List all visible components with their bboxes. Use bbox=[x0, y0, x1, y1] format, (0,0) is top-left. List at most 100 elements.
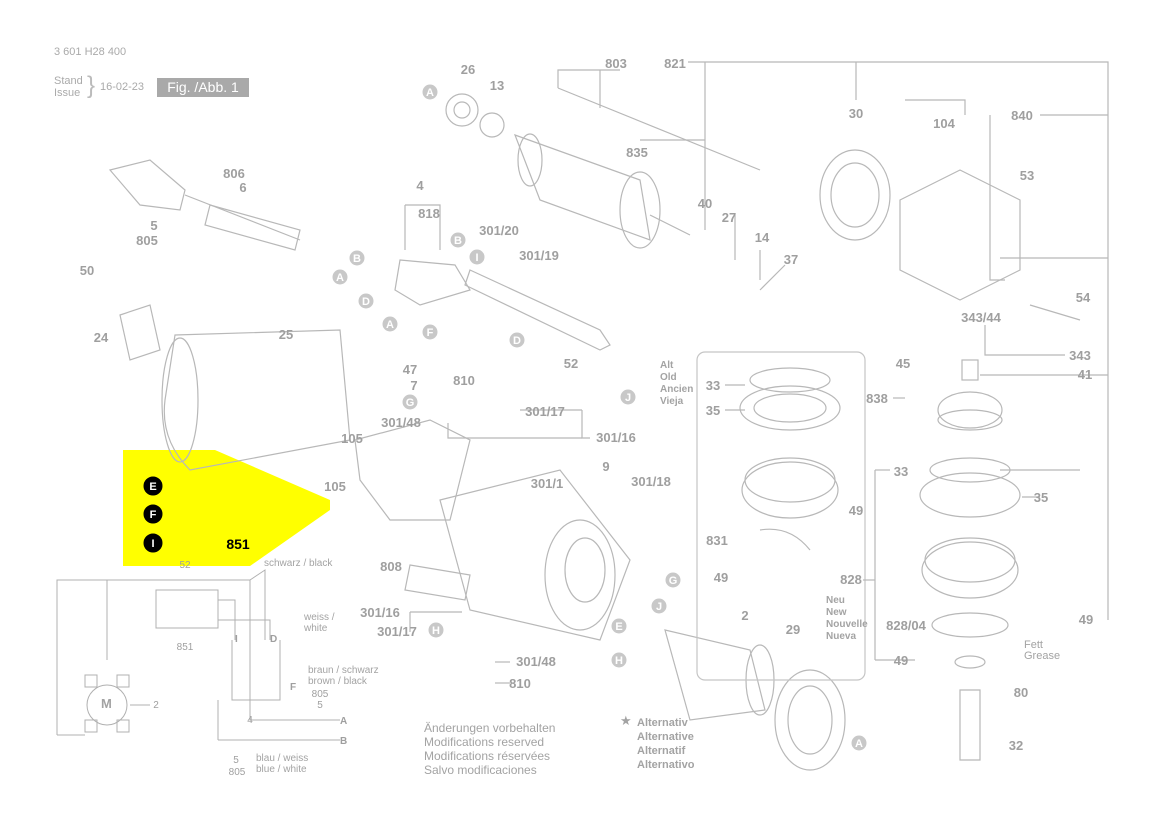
callout-851: 851 bbox=[226, 536, 250, 552]
svg-text:G: G bbox=[669, 575, 678, 587]
note-es: Salvo modificaciones bbox=[424, 763, 537, 777]
svg-text:F: F bbox=[150, 509, 157, 521]
callout-343: 343 bbox=[1069, 348, 1091, 363]
callout-821: 821 bbox=[664, 56, 686, 71]
issue-label: Issue bbox=[54, 87, 81, 99]
svg-text:A: A bbox=[855, 738, 863, 750]
connector-j-badge: J bbox=[650, 597, 668, 615]
callout-301-17: 301/17 bbox=[377, 624, 417, 639]
callout-9: 9 bbox=[602, 459, 609, 474]
callout-343-44: 343/44 bbox=[961, 310, 1002, 325]
callout-301-16: 301/16 bbox=[360, 605, 400, 620]
callout-808: 808 bbox=[380, 559, 402, 574]
svg-text:J: J bbox=[625, 392, 631, 404]
wire-label-schwarz: schwarz / black bbox=[264, 558, 333, 569]
callout-6: 6 bbox=[239, 180, 246, 195]
callout-851: 851 bbox=[177, 642, 194, 653]
callout-47: 47 bbox=[403, 362, 417, 377]
callout-805: 805 bbox=[312, 689, 329, 700]
wire-terminal-i: I bbox=[235, 634, 238, 645]
callout-818: 818 bbox=[418, 206, 440, 221]
callout-5: 5 bbox=[150, 218, 157, 233]
svg-text:J: J bbox=[656, 601, 662, 613]
callout-835: 835 bbox=[626, 145, 648, 160]
alt-de: Alternativ bbox=[637, 717, 688, 729]
callout-27: 27 bbox=[722, 210, 736, 225]
callout-301-20: 301/20 bbox=[479, 223, 519, 238]
connector-e-badge: E bbox=[143, 476, 163, 496]
callout-7: 7 bbox=[410, 378, 417, 393]
wire-label-braun: braun / schwarz bbox=[308, 665, 379, 676]
callout-301-48: 301/48 bbox=[516, 654, 556, 669]
callout-32: 32 bbox=[1009, 738, 1023, 753]
old-label-de: Alt bbox=[660, 360, 674, 371]
connector-i-badge: I bbox=[143, 533, 163, 553]
connector-b-badge: B bbox=[348, 249, 366, 267]
connector-d-badge: D bbox=[508, 331, 526, 349]
figure-label: Fig. /Abb. 1 bbox=[157, 78, 249, 97]
svg-text:G: G bbox=[406, 397, 415, 409]
callout-41: 41 bbox=[1078, 367, 1092, 382]
connector-f-badge: F bbox=[143, 504, 163, 524]
issue-date: 16-02-23 bbox=[100, 81, 145, 93]
callout-53: 53 bbox=[1020, 168, 1034, 183]
svg-text:H: H bbox=[432, 625, 440, 637]
callout-301-16: 301/16 bbox=[596, 430, 636, 445]
connector-i-badge: I bbox=[468, 248, 486, 266]
svg-text:E: E bbox=[149, 481, 156, 493]
doc-number: 3 601 H28 400 bbox=[54, 46, 127, 58]
svg-text:I: I bbox=[151, 538, 154, 550]
callout-35: 35 bbox=[1034, 490, 1048, 505]
alternativ-note: Alternativ Alternative Alternatif Altern… bbox=[637, 716, 694, 772]
wiring-schematic bbox=[56, 569, 340, 741]
callout-52: 52 bbox=[564, 356, 578, 371]
callout-13: 13 bbox=[490, 78, 504, 93]
grease-label-de: Fett bbox=[1024, 639, 1043, 651]
old-label-fr: Ancien bbox=[660, 384, 694, 395]
motor-symbol-label: M bbox=[101, 696, 112, 711]
callout-2: 2 bbox=[153, 700, 159, 711]
callout-810: 810 bbox=[453, 373, 475, 388]
callout-838: 838 bbox=[866, 391, 888, 406]
wire-label-weiss: weiss / bbox=[304, 612, 335, 623]
svg-text:E: E bbox=[615, 621, 622, 633]
connector-a-badge: A bbox=[850, 734, 868, 752]
new-version-labels: Neu New Nouvelle Nueva bbox=[826, 595, 868, 643]
wire-label-white: white bbox=[304, 623, 328, 634]
callout-25: 25 bbox=[279, 327, 293, 342]
connector-a-badge: A bbox=[331, 268, 349, 286]
callout-805: 805 bbox=[229, 767, 246, 778]
note-en: Modifications reserved bbox=[424, 735, 545, 749]
svg-text:I: I bbox=[475, 252, 478, 264]
note-de: Änderungen vorbehalten bbox=[424, 721, 556, 735]
callout-37: 37 bbox=[784, 252, 798, 267]
svg-text:A: A bbox=[426, 87, 434, 99]
callout-49: 49 bbox=[1079, 612, 1093, 627]
callout-828-04: 828/04 bbox=[886, 618, 927, 633]
old-label-en: Old bbox=[660, 372, 677, 383]
callout-828: 828 bbox=[840, 572, 862, 587]
wire-label-blau: blau / weiss bbox=[256, 753, 309, 764]
modifications-note: Änderungen vorbehalten Modifications res… bbox=[424, 721, 555, 777]
callout-810: 810 bbox=[509, 676, 531, 691]
wire-terminal-d: D bbox=[270, 634, 277, 645]
connector-d-badge: D bbox=[357, 292, 375, 310]
callout-301-1: 301/1 bbox=[531, 476, 564, 491]
callout-105: 105 bbox=[341, 431, 363, 446]
connector-e-badge: E bbox=[610, 617, 628, 635]
callout-301-17: 301/17 bbox=[525, 404, 565, 419]
callout-105: 105 bbox=[324, 479, 346, 494]
callout-54: 54 bbox=[1076, 290, 1091, 305]
callout-26: 26 bbox=[461, 62, 475, 77]
callout-50: 50 bbox=[80, 263, 94, 278]
callout-4: 4 bbox=[247, 715, 253, 726]
svg-text:A: A bbox=[386, 319, 394, 331]
wire-terminal-f: F bbox=[290, 682, 296, 693]
grease-label-en: Grease bbox=[1024, 650, 1061, 662]
callout-805: 805 bbox=[136, 233, 158, 248]
